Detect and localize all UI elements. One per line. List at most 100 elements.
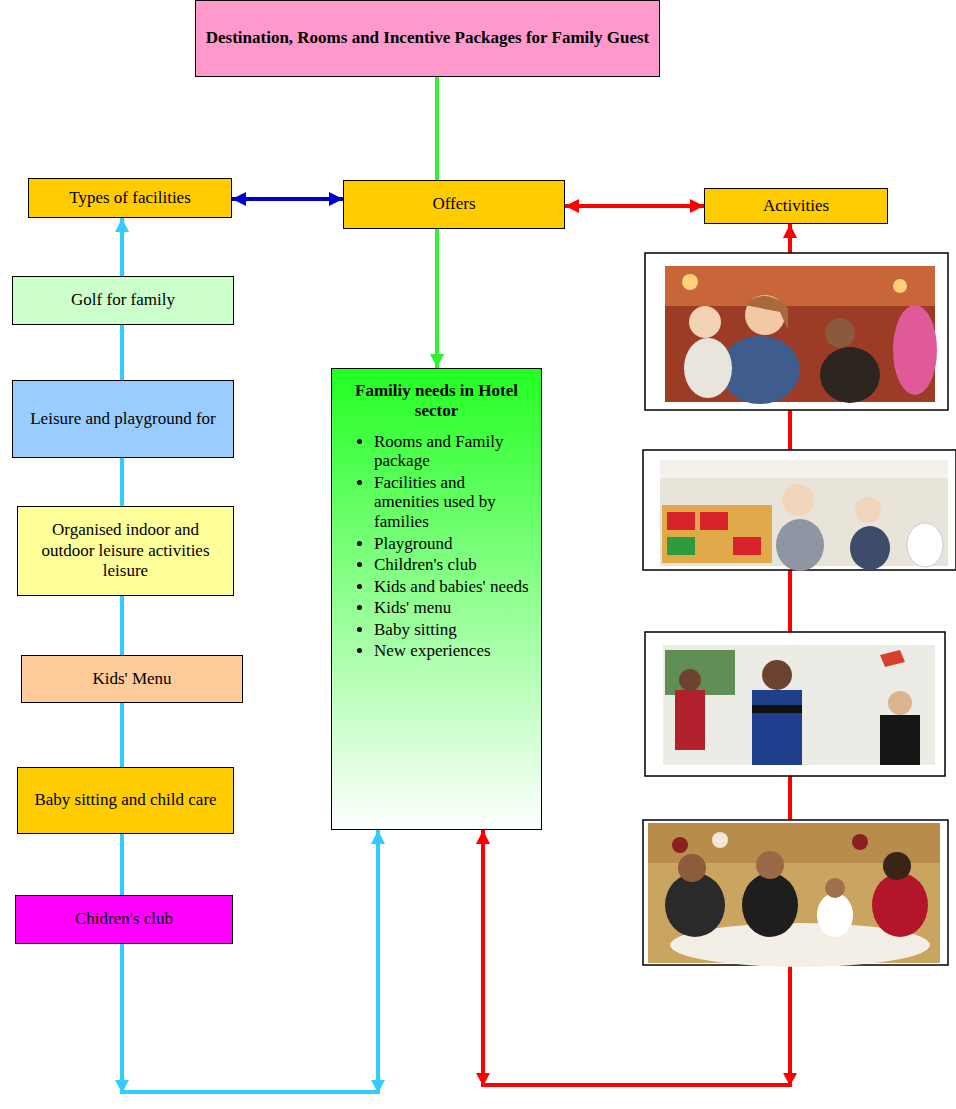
text-area: Offers [344, 189, 564, 219]
photo-hall [645, 632, 945, 776]
title-box: Destination, Rooms and Incentive Package… [195, 0, 660, 77]
box-label: Activities [713, 196, 879, 216]
child [850, 526, 890, 570]
photo-classroom [643, 450, 956, 571]
bin [700, 512, 728, 530]
connector-arrow [565, 204, 704, 208]
text-area: Organised indoor and outdoor leisure act… [18, 515, 233, 586]
child [825, 878, 845, 898]
connector-arrow [120, 703, 124, 767]
connector-arrow [120, 325, 124, 380]
hair [745, 296, 788, 330]
text-area: Activities [705, 191, 887, 221]
box-label: Chidren's club [24, 909, 224, 929]
box-label: Types of facilities [37, 188, 223, 208]
facility-box: Baby sitting and child care [17, 767, 234, 834]
lamp [893, 279, 907, 293]
bin [667, 512, 695, 530]
facility-box: Leisure and playground for [12, 380, 234, 458]
guest [756, 851, 784, 879]
text-area: Types of facilities [29, 183, 231, 213]
text-area: Chidren's club [16, 904, 232, 934]
facility-box: Golf for family [12, 276, 234, 325]
needs-box: Familiy needs in Hotel sectorRooms and F… [331, 368, 542, 830]
person [825, 318, 855, 348]
photo-wall [660, 460, 948, 478]
bullet-item: Children's club [374, 555, 533, 575]
box-label: Offers [352, 194, 556, 214]
person [679, 669, 701, 691]
child [689, 306, 721, 338]
box-label: Baby sitting and child care [26, 790, 225, 810]
text-area: Destination, Rooms and Incentive Package… [196, 23, 659, 53]
lamp [880, 650, 905, 667]
bullet-item: New experiences [374, 641, 533, 661]
facility-box: Kids' Menu [21, 655, 243, 703]
connector-arrow [435, 77, 439, 180]
window [665, 650, 735, 695]
photo-wall [665, 266, 935, 306]
text-area: Familiy needs in Hotel sectorRooms and F… [332, 369, 541, 668]
connector-arrow [120, 458, 124, 506]
person [820, 347, 880, 403]
facility-box: Chidren's club [15, 895, 233, 944]
person [675, 690, 705, 750]
bullet-item: Playground [374, 534, 533, 554]
child [907, 523, 943, 567]
child [776, 519, 824, 571]
child [684, 338, 732, 398]
stripe [752, 705, 802, 713]
guest [852, 834, 868, 850]
bin [733, 537, 761, 555]
guest [665, 873, 725, 937]
connector-arrow [120, 834, 124, 895]
person [893, 305, 937, 395]
photo-banquet [643, 820, 948, 967]
person [880, 715, 920, 765]
person [762, 660, 792, 690]
box-label: Leisure and playground for [21, 409, 225, 429]
photo-frame [643, 450, 956, 570]
photo-frame [645, 253, 948, 410]
bin [667, 537, 695, 555]
guest [712, 832, 728, 848]
photo-image [663, 645, 935, 765]
guest [872, 873, 928, 937]
photo-restaurant [645, 253, 948, 410]
child [817, 893, 853, 937]
shelf [662, 505, 772, 563]
connector-arrow [122, 830, 378, 1092]
child [782, 484, 814, 516]
bullet-item: Kids' menu [374, 598, 533, 618]
connector-arrow [120, 596, 124, 655]
person [720, 336, 800, 404]
guest [672, 837, 688, 853]
bullet-item: Facilities and amenities used by familie… [374, 473, 533, 532]
facility-box: Organised indoor and outdoor leisure act… [17, 506, 234, 596]
bullet-item: Baby sitting [374, 620, 533, 640]
guest [678, 854, 706, 882]
category-box: Offers [343, 180, 565, 229]
text-area: Baby sitting and child care [18, 785, 233, 815]
guest [742, 873, 798, 937]
category-box: Activities [704, 188, 888, 224]
bullet-list: Rooms and Family packageFacilities and a… [340, 432, 533, 661]
connector-arrow [232, 197, 343, 201]
box-label: Destination, Rooms and Incentive Package… [204, 28, 651, 48]
child [855, 497, 881, 523]
connector-arrow [120, 218, 124, 276]
person [752, 690, 802, 765]
text-area: Golf for family [13, 285, 233, 315]
person [888, 691, 912, 715]
connector-arrow [435, 229, 439, 368]
bullet-item: Rooms and Family package [374, 432, 533, 471]
guest [883, 852, 911, 880]
photo-frame [645, 632, 945, 776]
lamp [682, 274, 698, 290]
text-area: Kids' Menu [22, 664, 242, 694]
box-label: Golf for family [21, 290, 225, 310]
category-box: Types of facilities [28, 178, 232, 218]
box-heading: Familiy needs in Hotel sector [340, 381, 533, 422]
text-area: Leisure and playground for [13, 404, 233, 434]
